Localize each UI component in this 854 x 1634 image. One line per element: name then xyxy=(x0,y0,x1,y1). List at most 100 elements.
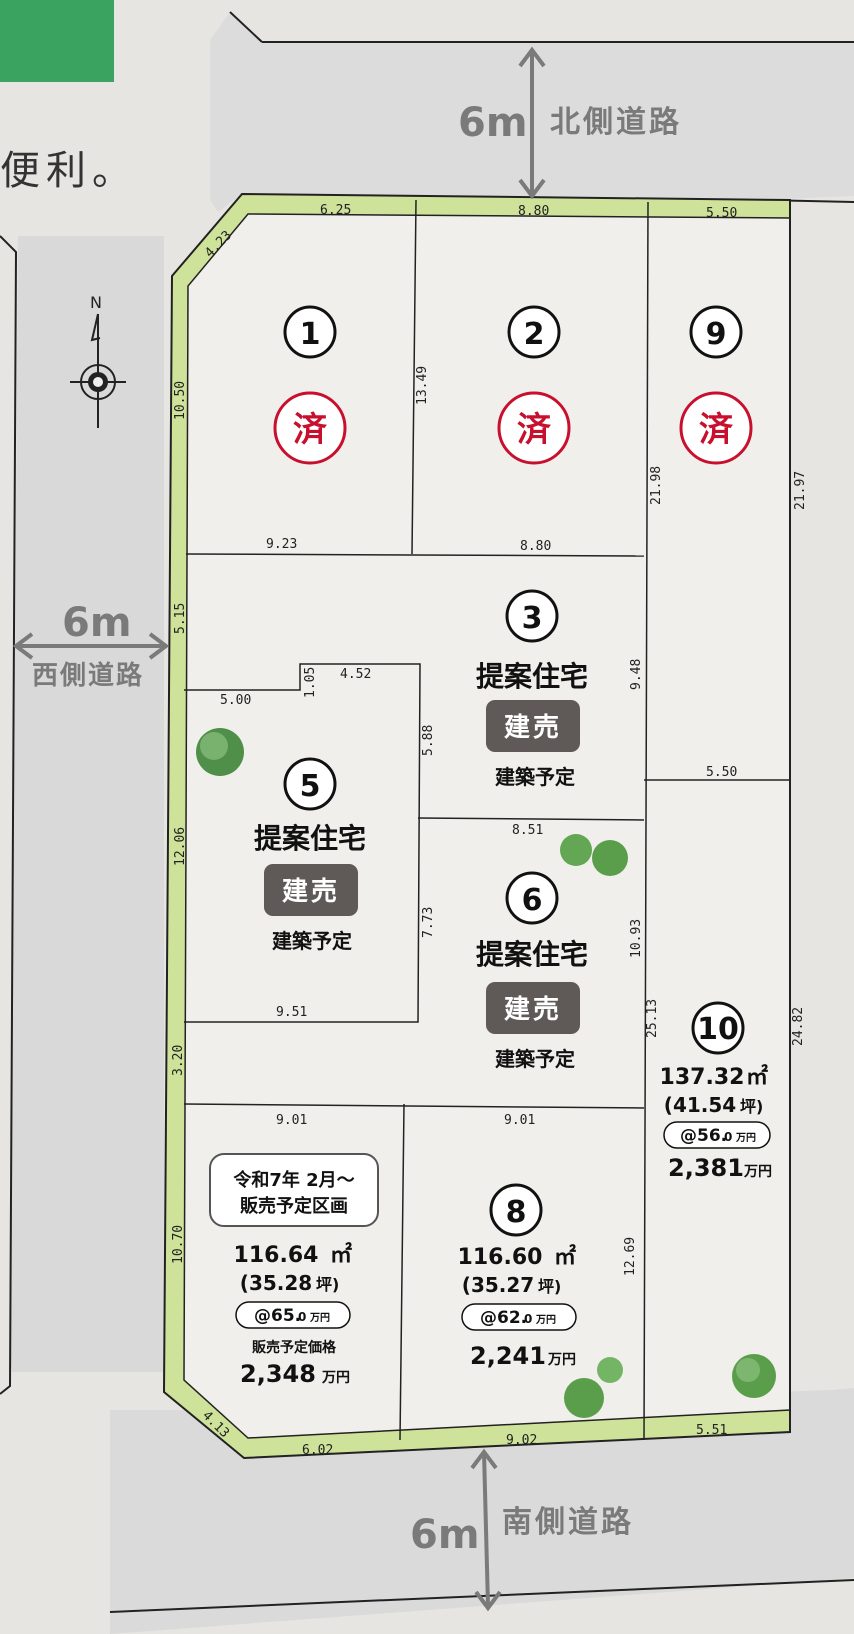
lot-10[interactable]: 10 137.32 ㎡ (41.54 坪) @56. 0 万円 2,381 万円 xyxy=(660,1001,772,1182)
plan-label: 提案住宅 xyxy=(254,822,366,855)
sold-label: 済 xyxy=(293,410,328,450)
unit-price-pill xyxy=(235,1301,351,1329)
dim-label: 8.51 xyxy=(512,823,543,838)
sale-notice-box xyxy=(209,1153,379,1227)
dim-label: 7.73 xyxy=(421,907,436,938)
lot-5[interactable]: 5 提案住宅 建売 建築予定 xyxy=(254,757,366,953)
lot-number-badge xyxy=(691,1001,745,1055)
lot-area-m2: 116.60 xyxy=(458,1245,543,1270)
lot-2[interactable]: 2 済 xyxy=(497,305,571,465)
site-outline xyxy=(162,192,791,1460)
lot-9[interactable]: 9 済 xyxy=(679,305,753,465)
sold-label: 済 xyxy=(699,410,734,450)
unit-price-unit: 万円 xyxy=(309,1312,330,1324)
badge-label: 建売 xyxy=(504,995,562,1025)
sold-stamp xyxy=(497,391,571,465)
price-label: 販売予定価格 xyxy=(252,1339,337,1356)
dim-label: 10.50 xyxy=(173,381,188,420)
dim-label: 4.52 xyxy=(340,667,371,682)
header-fragment-text: 便利。 xyxy=(0,148,138,194)
header-accent-block xyxy=(0,0,114,82)
dim-label: 6.02 xyxy=(302,1443,333,1458)
tsubo-unit: 坪) xyxy=(740,1097,763,1116)
build-note: 建築予定 xyxy=(495,765,575,789)
lot-number: 2 xyxy=(524,317,545,352)
lot-number-badge xyxy=(505,871,559,925)
area-unit: ㎡ xyxy=(554,1244,576,1270)
south-road-width: 6m xyxy=(410,1512,480,1558)
unit-price-decimal: 0 xyxy=(298,1310,306,1324)
dim-label: 5.00 xyxy=(220,693,251,708)
sold-label: 済 xyxy=(517,410,552,450)
lot-area-m2: 116.64 xyxy=(234,1243,319,1268)
unit-price: @65. xyxy=(254,1306,301,1326)
sold-stamp xyxy=(273,391,347,465)
price-unit: 万円 xyxy=(321,1370,350,1386)
sale-notice-line1: 令和7年 2月～ xyxy=(232,1169,354,1191)
dim-label: 5.50 xyxy=(706,206,737,221)
dim-label: 1.05 xyxy=(303,667,318,698)
unit-price-pill xyxy=(663,1121,771,1149)
dim-label: 24.82 xyxy=(791,1007,806,1046)
lot-6[interactable]: 6 提案住宅 建売 建築予定 xyxy=(476,871,588,1071)
lot-8[interactable]: 8 116.60 ㎡ (35.27 坪) @62. 0 万円 2,241 万円 xyxy=(458,1183,577,1370)
lot-1[interactable]: 1 済 xyxy=(273,305,347,465)
area-unit: ㎡ xyxy=(330,1242,352,1268)
unit-price-decimal: 0 xyxy=(524,1312,532,1326)
price-unit: 万円 xyxy=(743,1164,772,1180)
dim-label: 5.88 xyxy=(421,725,436,756)
lot-number-badge xyxy=(505,589,559,643)
lot-number-badge xyxy=(283,305,337,359)
price-unit: 万円 xyxy=(547,1352,576,1368)
road-edge xyxy=(229,11,263,43)
dim-label: 5.50 xyxy=(706,765,737,780)
lot-number-badge xyxy=(689,305,743,359)
lot-price: 2,241 xyxy=(470,1342,546,1370)
plan-label: 提案住宅 xyxy=(476,660,588,693)
south-road-indicator: 6m 南側道路 xyxy=(410,1448,631,1612)
unit-price-pill xyxy=(461,1303,577,1331)
lot-number-badge xyxy=(283,757,337,811)
dim-label: 25.13 xyxy=(645,999,660,1038)
dim-label: 6.25 xyxy=(320,203,351,218)
lot-price: 2,381 xyxy=(668,1154,744,1182)
lot-number-badge xyxy=(489,1183,543,1237)
road-edge xyxy=(109,1579,854,1613)
lot-3[interactable]: 3 提案住宅 建売 建築予定 xyxy=(476,589,588,789)
badge-label: 建売 xyxy=(504,713,562,743)
build-note: 建築予定 xyxy=(272,929,352,953)
sold-stamp xyxy=(679,391,753,465)
lot-number: 10 xyxy=(697,1012,739,1047)
lot-area-tsubo: (41.54 xyxy=(664,1093,736,1117)
dim-label: 21.98 xyxy=(649,466,664,505)
lot-area-tsubo: (35.27 xyxy=(462,1273,534,1297)
badge-label: 建売 xyxy=(282,877,340,907)
west-road-area xyxy=(10,236,164,1372)
road-edge xyxy=(0,235,18,1395)
lot-7[interactable]: 令和7年 2月～ 販売予定区画 116.64 ㎡ (35.28 坪) @65. … xyxy=(209,1153,379,1388)
lot-area-m2: 137.32 xyxy=(660,1065,745,1090)
lot-number: 8 xyxy=(506,1195,527,1230)
build-note: 建築予定 xyxy=(495,1047,575,1071)
compass-north-label: N xyxy=(90,293,102,312)
dim-label: 9.23 xyxy=(266,537,297,552)
dim-label: 10.93 xyxy=(629,919,644,958)
north-road-indicator: 6m 北側道路 xyxy=(458,46,682,200)
lot-number: 1 xyxy=(300,317,321,352)
sale-notice-line2: 販売予定区画 xyxy=(240,1195,348,1217)
dim-label: 12.06 xyxy=(173,827,188,866)
dim-label: 5.15 xyxy=(173,603,188,634)
compass-icon: N xyxy=(70,293,126,428)
lot-number: 6 xyxy=(522,883,543,918)
tree-icon xyxy=(560,834,628,876)
lot-area-tsubo: (35.28 xyxy=(240,1271,312,1295)
tree-icon xyxy=(564,1357,623,1418)
area-unit: ㎡ xyxy=(746,1064,768,1090)
north-road-name: 北側道路 xyxy=(550,105,682,140)
unit-price-unit: 万円 xyxy=(535,1314,556,1326)
tsubo-unit: 坪) xyxy=(538,1277,561,1296)
dim-label: 21.97 xyxy=(793,471,808,510)
unit-price: @56. xyxy=(680,1126,727,1146)
unit-price: @62. xyxy=(480,1308,527,1328)
